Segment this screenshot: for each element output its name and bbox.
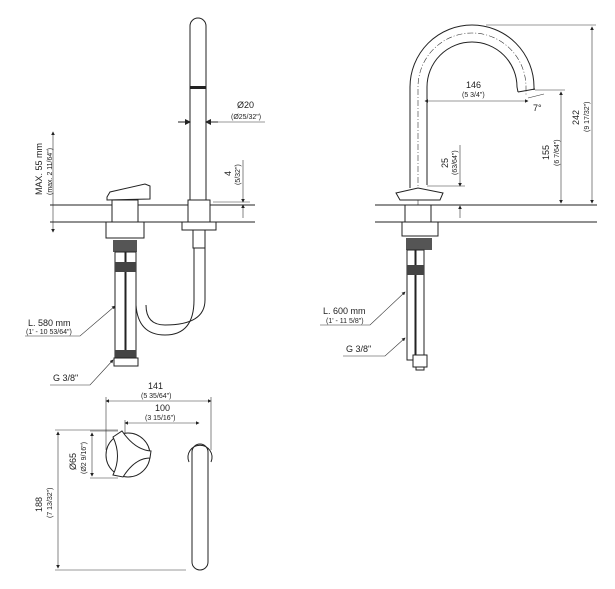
dim-diameter-in: (Ø25/32") <box>231 114 261 121</box>
handle-thread <box>113 240 137 252</box>
dim-handle-height: 25 <box>440 158 450 168</box>
spout-tube <box>189 17 207 206</box>
dim-offset: 4 <box>223 171 233 176</box>
hose-right <box>415 249 425 371</box>
spout-band <box>190 86 206 89</box>
hose-nut <box>412 354 428 368</box>
dim-height-in: (9 17/32") <box>584 101 591 132</box>
spout-plan-collar <box>187 444 213 463</box>
dim-length: 188 <box>34 497 44 512</box>
hose-fitting-bottom <box>115 350 136 358</box>
thread-label: G 3/8" <box>53 373 78 383</box>
dim-overall-width: 141 <box>148 381 163 391</box>
hose-length-in: (1' - 10 53/64") <box>26 329 72 336</box>
handle-plan-lever <box>112 430 152 478</box>
spout-outlet <box>517 88 536 93</box>
hose-nut <box>113 357 139 367</box>
side-view: 146 (5 3/4") 7° 155 (6 7/64") 242 (9 17/… <box>320 24 597 371</box>
dim-clearance: 155 <box>541 145 551 160</box>
spout-hose-outer <box>135 248 195 336</box>
spout-inner <box>426 41 519 185</box>
spout-plan <box>191 443 209 571</box>
hose-length-in: (1' - 11 5/8") <box>326 318 364 325</box>
base-thread <box>406 238 432 250</box>
base-mount <box>401 221 439 237</box>
dim-centers-in: (3 15/16") <box>145 415 176 422</box>
thread-label: G 3/8" <box>346 344 371 354</box>
dim-angle: 7° <box>533 103 542 113</box>
handle-mount <box>105 221 145 239</box>
hose-length-label: L. 580 mm <box>28 318 71 328</box>
spout-centerline <box>417 32 527 205</box>
dim-reach-in: (5 3/4") <box>462 92 485 99</box>
base-collar <box>404 204 432 223</box>
dim-diameter: Ø20 <box>237 100 254 110</box>
hose-fitting-top <box>115 262 136 272</box>
spout-mount <box>181 221 217 231</box>
dim-overall-width-in: (5 35/64") <box>141 393 172 400</box>
dim-length-in: (7 13/32") <box>47 487 54 518</box>
front-view: Ø20 (Ø25/32") MAX. 55 mm (max. 2 11/64")… <box>25 17 265 386</box>
spout-base-nut <box>187 199 211 223</box>
dim-max-thickness: MAX. 55 mm <box>34 143 44 195</box>
spout-outer <box>409 24 535 188</box>
plan-view: 141 (5 35/64") 100 (3 15/16") Ø65 (Ø2 9/… <box>34 381 213 571</box>
dim-reach: 146 <box>466 80 481 90</box>
dim-handle-diameter: Ø65 <box>68 453 78 470</box>
hose-length-label: L. 600 mm <box>323 306 366 316</box>
dim-centers: 100 <box>155 403 170 413</box>
dim-offset-in: (5/32") <box>235 164 242 185</box>
dim-clearance-in: (6 7/64") <box>554 139 561 166</box>
handle-body <box>111 199 139 223</box>
dim-handle-height-in: (63/64") <box>452 150 459 175</box>
dim-handle-diameter-in: (Ø2 9/16") <box>81 442 88 474</box>
spout-hose-inner <box>145 248 206 326</box>
handle-lever <box>106 183 151 201</box>
hose-left <box>406 249 416 361</box>
handle <box>395 187 444 201</box>
hose-fitting <box>407 265 424 275</box>
spout-thread <box>192 229 206 249</box>
dim-max-thickness-in: (max. 2 11/64") <box>47 148 54 195</box>
dim-height: 242 <box>571 110 581 125</box>
